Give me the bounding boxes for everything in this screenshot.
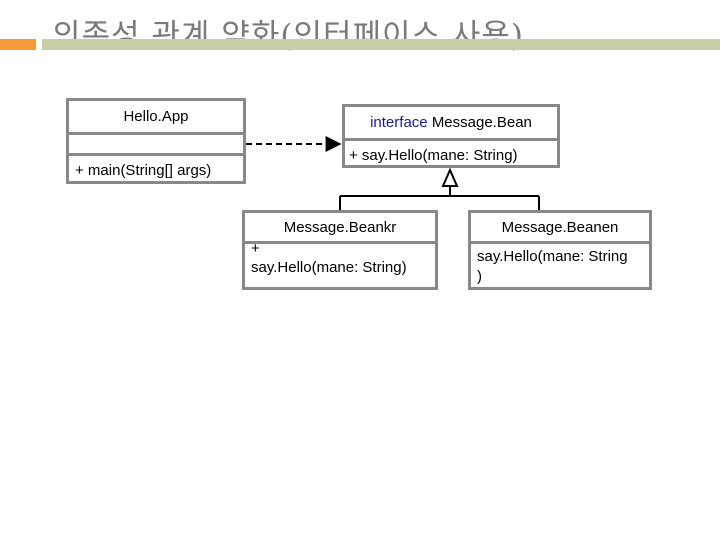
method-say-hello: + say.Hello(mane: String) <box>349 147 518 164</box>
interface-header: interface Message.Bean <box>345 114 557 131</box>
method-main: + main(String[] args) <box>75 162 212 179</box>
class-divider <box>69 132 243 135</box>
class-divider <box>471 241 649 244</box>
class-divider <box>245 241 435 244</box>
class-divider <box>345 138 557 141</box>
class-box-message-bean-en: Message.Beanen say.Hello(mane: String ) <box>468 210 652 290</box>
class-divider <box>69 153 243 156</box>
method-say-hello-en: say.Hello(mane: String <box>477 248 628 265</box>
class-name-message-bean: Message.Bean <box>431 114 532 131</box>
method-say-hello-kr: say.Hello(mane: String) <box>251 259 407 276</box>
class-box-message-bean-kr: Message.Beankr + say.Hello(mane: String) <box>242 210 438 290</box>
realization-connector <box>339 167 540 212</box>
method-say-hello-kr-prefix: + <box>251 240 260 257</box>
interface-stereotype: interface <box>370 114 428 131</box>
interface-box-message-bean: interface Message.Bean + say.Hello(mane:… <box>342 104 560 168</box>
class-box-hello-app: Hello.App + main(String[] args) <box>66 98 246 184</box>
title-accent-bar-olive <box>42 39 720 50</box>
class-name-message-bean-kr: Message.Beankr <box>283 219 397 236</box>
realization-triangle-head <box>441 167 459 187</box>
method-say-hello-en-closing: ) <box>477 268 482 285</box>
class-name-hello-app: Hello.App <box>123 108 189 125</box>
title-accent-bar-orange <box>0 39 36 50</box>
class-name-message-bean-en: Message.Beanen <box>501 219 619 236</box>
